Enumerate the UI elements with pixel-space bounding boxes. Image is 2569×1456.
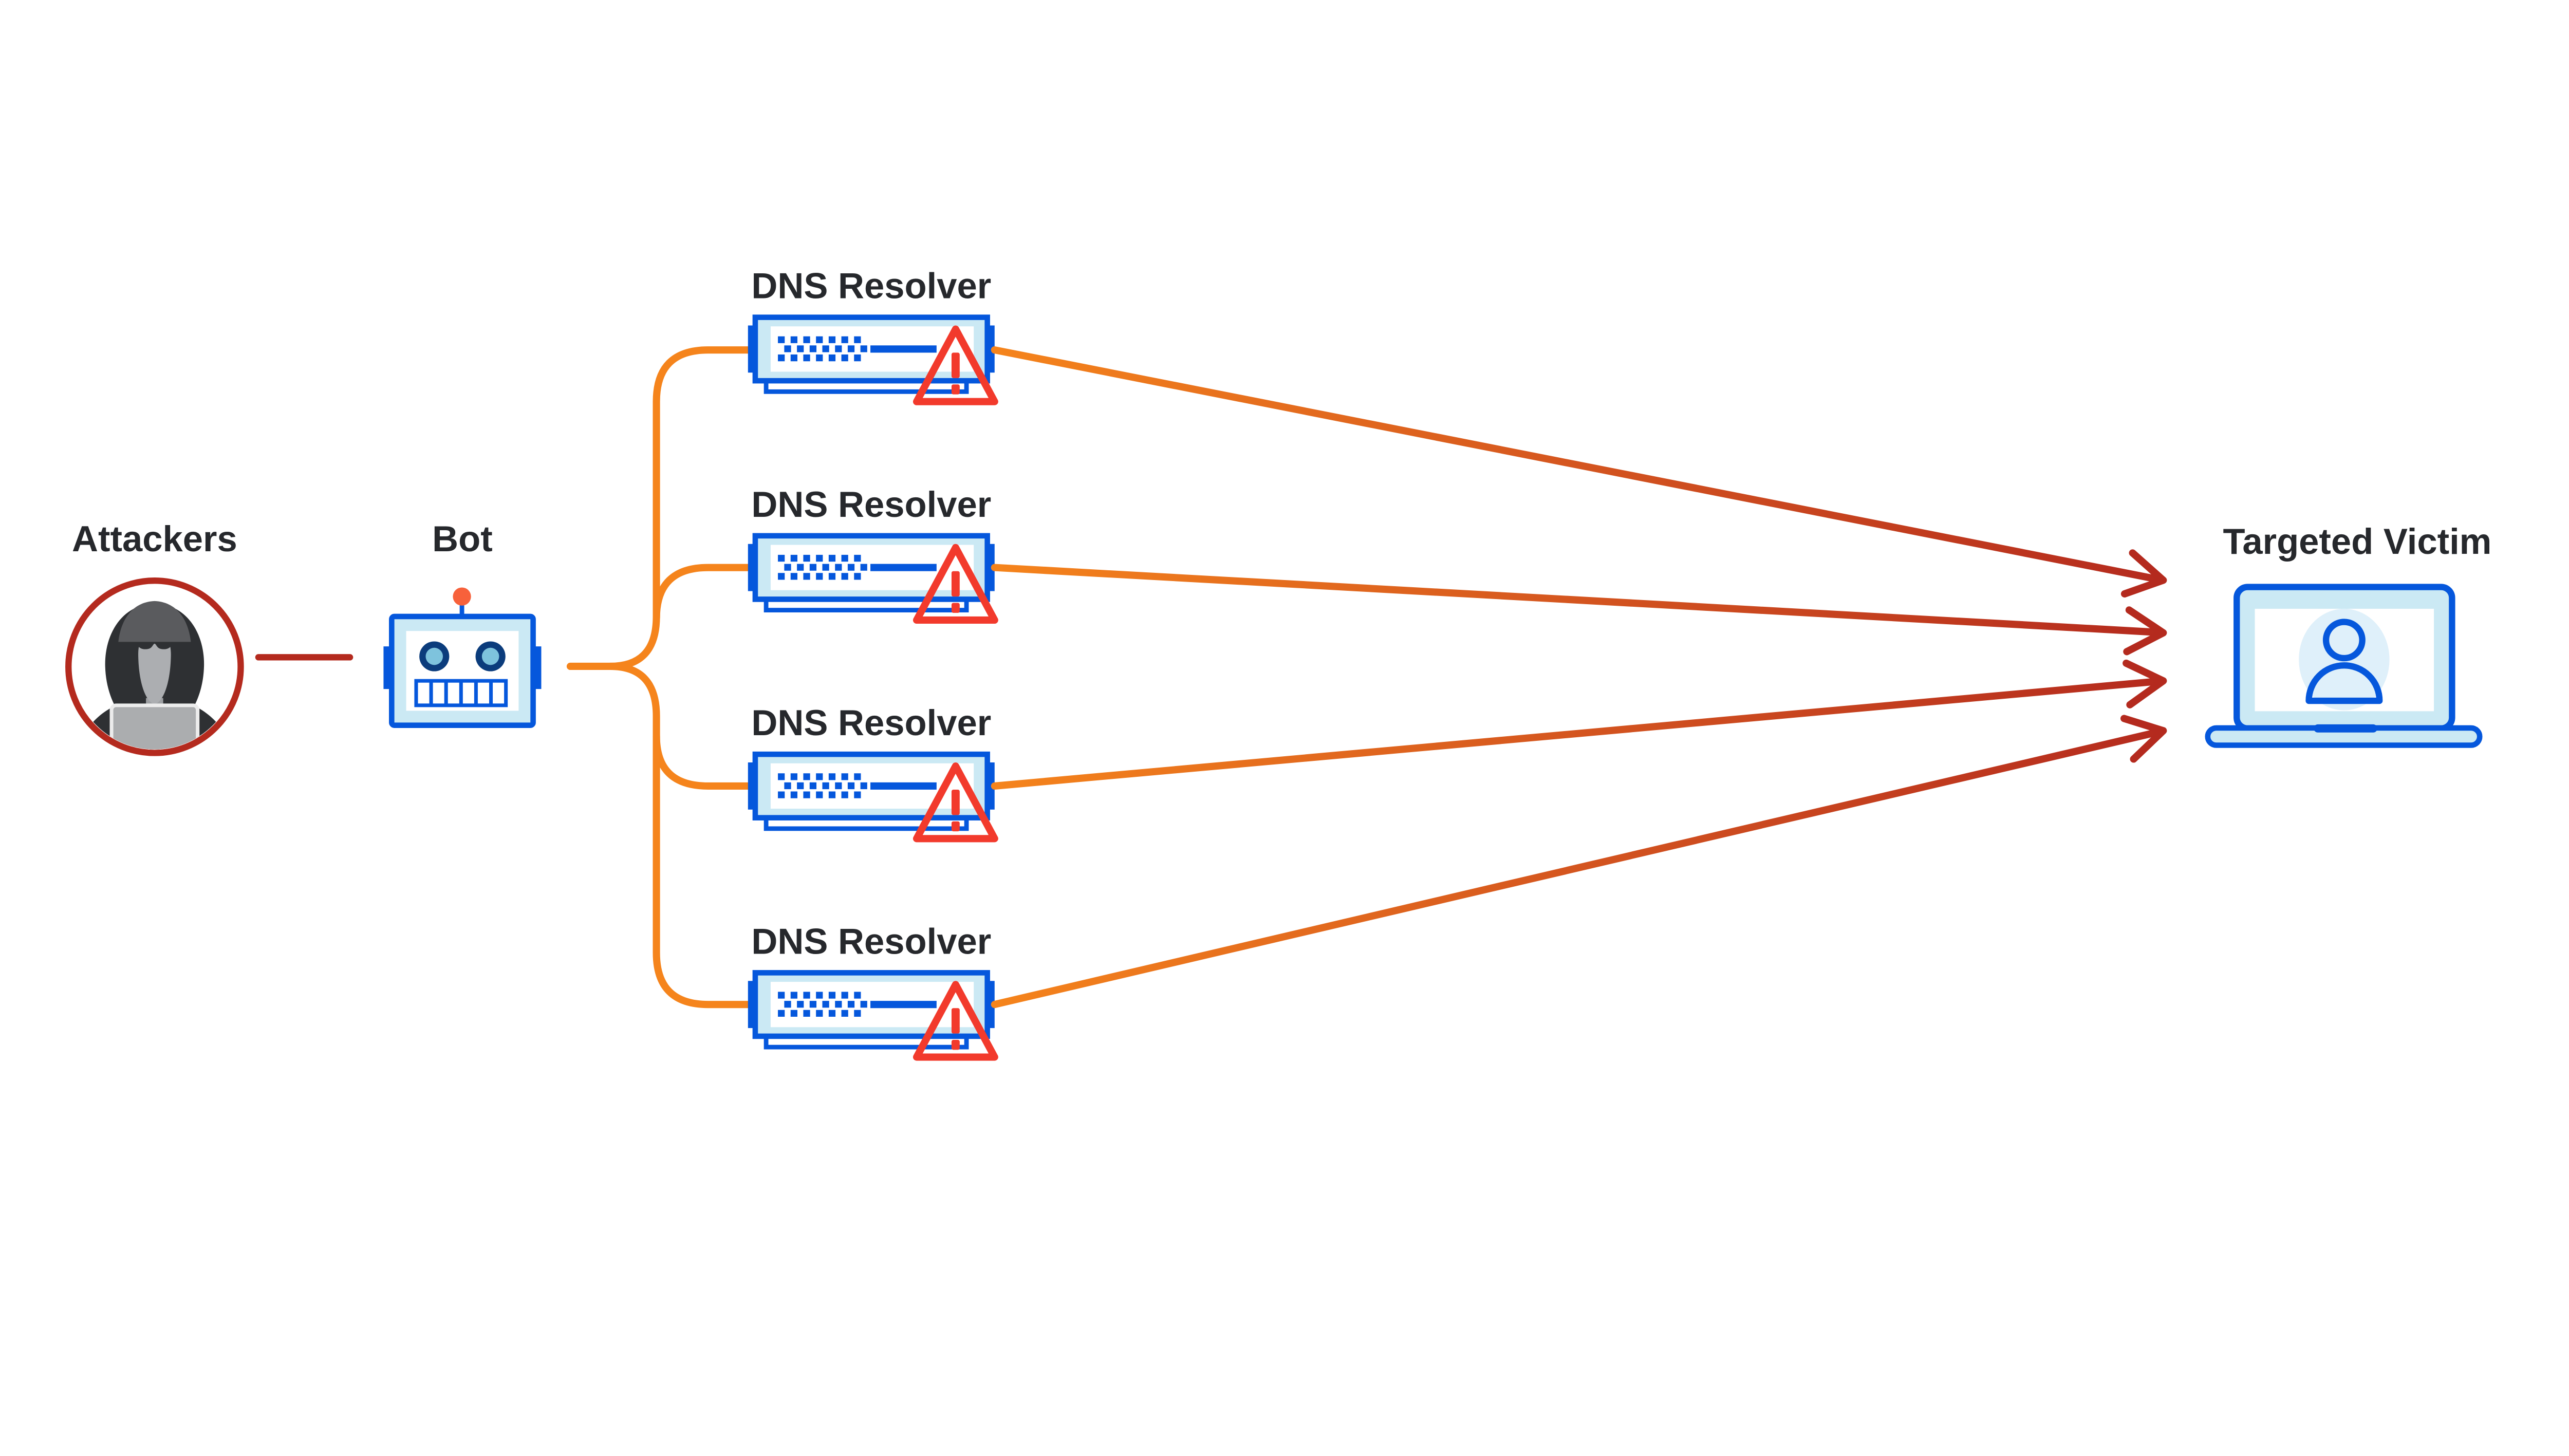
bot-node: Bot <box>383 518 542 728</box>
attackers-node: Attackers <box>65 518 244 756</box>
victim-label: Targeted Victim <box>2223 521 2491 562</box>
antenna-stem <box>459 599 464 620</box>
amplified-traffic-lines <box>991 346 2167 1009</box>
hacker-icon <box>72 601 237 750</box>
fanout-line-1 <box>566 346 754 670</box>
hacker-laptop <box>109 703 200 750</box>
attackers-label: Attackers <box>72 518 237 559</box>
diagram-canvas: Attackers Bot <box>65 265 2492 1061</box>
avatar-ring <box>65 577 244 756</box>
resolver-label-1: DNS Resolver <box>751 266 991 306</box>
resolver-node-4: DNS Resolver <box>748 921 995 1057</box>
arrowhead-icon <box>2120 715 2167 763</box>
attack-line-3 <box>991 678 2162 790</box>
dns-server-icon <box>748 318 995 402</box>
dns-server-icon <box>748 973 995 1057</box>
attack-line-4 <box>991 728 2162 1009</box>
user-icon <box>2299 608 2390 711</box>
fanout-line-2 <box>653 564 754 622</box>
dns-server-icon <box>748 754 995 838</box>
resolver-node-1: DNS Resolver <box>748 266 995 402</box>
resolver-node-2: DNS Resolver <box>748 484 995 620</box>
fanout-line-3 <box>606 662 754 1009</box>
attack-line-1 <box>991 346 2162 583</box>
antenna-ball <box>453 587 471 606</box>
ddos-attack-diagram: Attackers Bot <box>65 265 2492 1061</box>
arrowhead-icon <box>2120 549 2167 598</box>
victim-node: Targeted Victim <box>2205 521 2491 748</box>
robot-icon <box>383 587 542 728</box>
bot-fanout-lines <box>566 346 754 1009</box>
mouth-grid <box>414 679 508 707</box>
resolver-label-2: DNS Resolver <box>751 484 991 525</box>
resolver-label-4: DNS Resolver <box>751 921 991 961</box>
laptop-hinge-notch <box>2314 724 2377 733</box>
arrowhead-icon <box>2123 659 2167 708</box>
dns-server-icon <box>748 536 995 620</box>
laptop-icon <box>2205 584 2483 748</box>
fanout-line-4 <box>653 732 754 790</box>
resolver-node-3: DNS Resolver <box>748 702 995 838</box>
arrowhead-icon <box>2123 606 2167 656</box>
bot-label: Bot <box>432 518 493 559</box>
resolver-label-3: DNS Resolver <box>751 702 991 743</box>
attack-line-2 <box>991 564 2162 636</box>
